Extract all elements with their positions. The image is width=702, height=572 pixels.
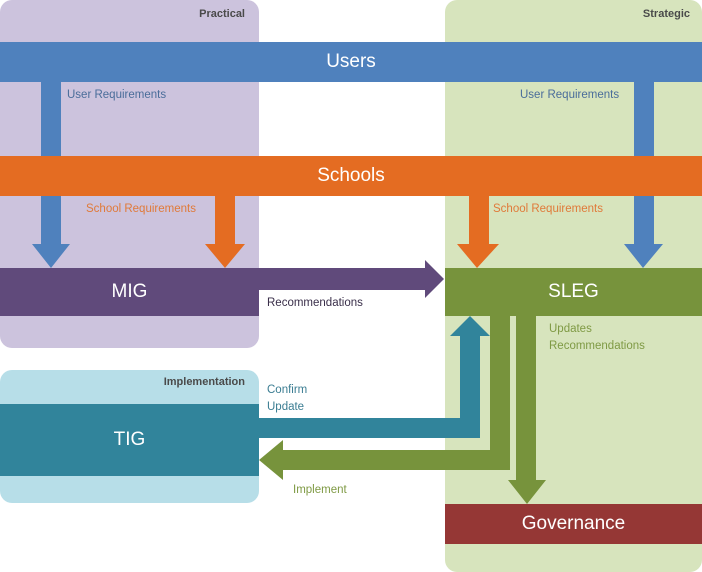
implement-arrow [259, 316, 510, 480]
strategic-title: Strategic [642, 8, 690, 20]
school-requirements-arrow-right [457, 196, 499, 268]
recommendations-label: Recommendations [267, 297, 363, 309]
implement-label: Implement [293, 484, 347, 496]
user-requirements-label-left: User Requirements [67, 89, 167, 101]
mig-label: MIG [111, 281, 148, 302]
sleg-label: SLEG [548, 281, 599, 302]
implementation-title: Implementation [163, 376, 245, 388]
recommendations-arrow [259, 260, 444, 298]
governance-label: Governance [521, 513, 626, 534]
schools-label: Schools [317, 165, 385, 186]
updates-label: Updates [549, 323, 592, 335]
updates-recommendations-arrow [508, 316, 546, 504]
updates-recommendations-label: Recommendations [549, 340, 645, 352]
school-requirements-label-left: School Requirements [86, 203, 196, 215]
tig-label: TIG [113, 429, 146, 450]
confirm-label: Confirm [267, 384, 308, 396]
schools-bar[interactable]: Schools [0, 156, 702, 196]
governance-bar[interactable]: Governance [445, 504, 702, 544]
user-requirements-label-right: User Requirements [520, 89, 620, 101]
mig-bar[interactable]: MIG [0, 268, 259, 316]
tig-bar[interactable]: TIG [0, 404, 259, 476]
users-bar[interactable]: Users [0, 42, 702, 82]
school-requirements-label-right: School Requirements [493, 203, 603, 215]
users-label: Users [326, 51, 376, 72]
school-requirements-arrow-left [205, 196, 245, 268]
sleg-bar[interactable]: SLEG [445, 268, 702, 316]
practical-title: Practical [199, 8, 245, 20]
update-label: Update [267, 401, 305, 413]
confirm-update-arrow [259, 316, 490, 438]
